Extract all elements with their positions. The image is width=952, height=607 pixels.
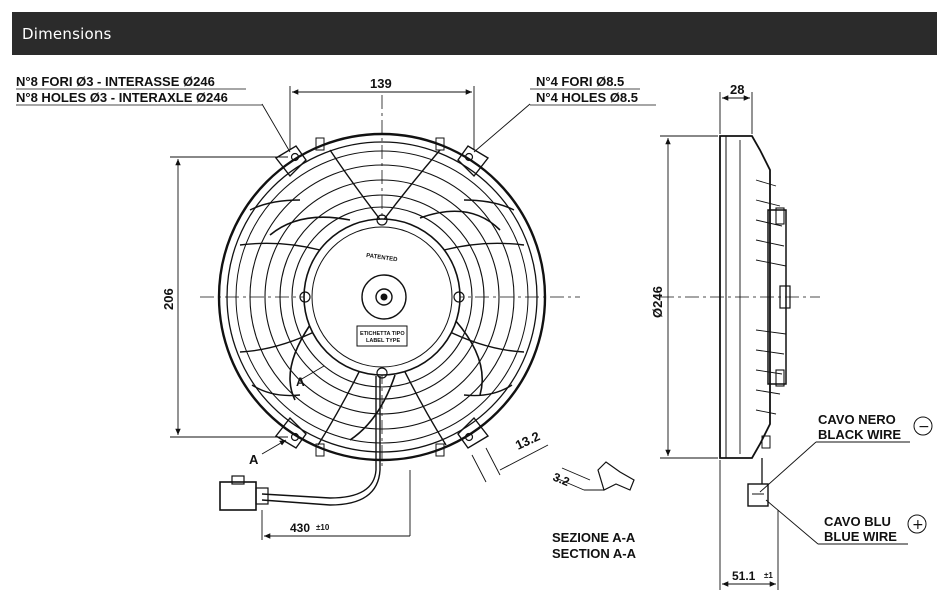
dim-13-2: 13.2 xyxy=(513,428,542,452)
rim-clip xyxy=(315,443,325,457)
mount-hole-tr xyxy=(464,152,474,162)
connector-body xyxy=(219,481,257,511)
minus-symbol: − xyxy=(918,419,930,435)
grille-spokes xyxy=(239,149,525,446)
side-dimensions xyxy=(660,92,910,590)
power-cable-2 xyxy=(261,376,377,499)
side-view xyxy=(660,135,820,507)
holes-8-label-en: N°8 HOLES Ø3 - INTERAXLE Ø246 xyxy=(16,90,228,105)
mount-hole-br xyxy=(464,432,474,442)
motor-screw xyxy=(376,367,388,379)
dim-139: 139 xyxy=(370,76,392,91)
label-type-it: ETICHETTA TIPO xyxy=(360,331,405,337)
minus-icon xyxy=(913,416,933,436)
motor-screw xyxy=(376,214,388,226)
grille-rings xyxy=(249,164,515,430)
section-marker-a-upper: A xyxy=(296,375,305,389)
dim-51-1: 51.1 xyxy=(732,569,756,583)
connector-boot xyxy=(255,487,269,505)
side-clip-top xyxy=(775,207,785,225)
rim-clip xyxy=(435,443,445,457)
fan-frame-inner xyxy=(226,141,538,453)
fan-frame-outer xyxy=(217,132,547,462)
side-frame xyxy=(719,135,771,459)
section-view xyxy=(555,461,635,491)
dim-430: 430 xyxy=(290,521,310,535)
mount-ear-bl xyxy=(274,416,307,449)
side-hub xyxy=(779,285,791,309)
black-wire-label-it: CAVO NERO xyxy=(818,412,896,427)
dim-3-2: 3.2 xyxy=(551,470,572,489)
plus-symbol: + xyxy=(912,517,924,533)
mount-hole-bl xyxy=(290,432,300,442)
connector-latch xyxy=(231,475,245,485)
rim-clip xyxy=(315,137,325,151)
section-title-it: SEZIONE A-A xyxy=(552,530,636,545)
dim-246: Ø246 xyxy=(650,286,665,318)
fan-frame-ring xyxy=(235,150,529,444)
blue-wire-label-it: CAVO BLU xyxy=(824,514,891,529)
plus-icon xyxy=(907,514,927,534)
mount-ear-br xyxy=(457,416,490,449)
side-connector xyxy=(747,483,769,507)
side-blade-ribs xyxy=(755,179,787,415)
section-title: Dimensions xyxy=(22,24,112,43)
motor-shaft-core xyxy=(380,293,388,301)
motor-screw xyxy=(299,291,311,303)
blue-wire-label-en: BLUE WIRE xyxy=(824,529,897,544)
holes-8-label-it: N°8 FORI Ø3 - INTERASSE Ø246 xyxy=(16,74,215,89)
section-profile xyxy=(597,461,635,491)
black-wire-label-en: BLACK WIRE xyxy=(818,427,901,442)
dim-51-1-tolerance: ±1 xyxy=(764,571,773,580)
section-title-en: SECTION A-A xyxy=(552,546,637,561)
side-motor xyxy=(767,209,787,385)
side-tab xyxy=(761,435,771,449)
mount-ear-tr xyxy=(457,145,490,178)
holes-4-label-en: N°4 HOLES Ø8.5 xyxy=(536,90,638,105)
label-type-box xyxy=(356,325,408,347)
front-dimensions xyxy=(170,86,549,540)
power-cable xyxy=(261,376,381,506)
label-patented: PATENTED xyxy=(366,253,399,263)
holes-4-label-it: N°4 FORI Ø8.5 xyxy=(536,74,624,89)
dim-28: 28 xyxy=(730,82,744,97)
motor-shaft xyxy=(375,288,393,306)
mount-hole-tl xyxy=(290,152,300,162)
label-type-en: LABEL TYPE xyxy=(366,338,400,344)
front-view xyxy=(200,95,580,511)
motor-screw xyxy=(453,291,465,303)
side-clip-bottom xyxy=(775,369,785,387)
section-marker-a-lower: A xyxy=(249,452,259,467)
motor-shaft-ring xyxy=(361,274,407,320)
dim-206: 206 xyxy=(161,288,176,310)
motor-housing-inner xyxy=(311,226,453,368)
section-header: Dimensions xyxy=(12,12,937,55)
dim-430-tolerance: ±10 xyxy=(316,523,330,532)
